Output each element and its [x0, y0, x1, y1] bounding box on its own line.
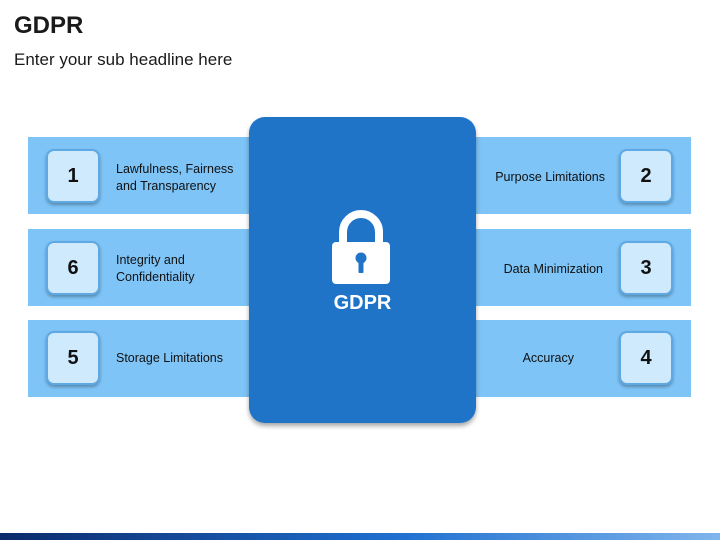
item-2-label: Purpose Limitations — [495, 169, 605, 186]
item-1-number: 1 — [46, 149, 100, 203]
item-5-label-line1: Storage Limitations — [116, 351, 224, 365]
item-3-number: 3 — [619, 241, 673, 295]
item-3-label-line1: Data Minimization — [503, 262, 603, 276]
item-5-number: 5 — [46, 331, 100, 385]
item-4-number: 4 — [619, 331, 673, 385]
bottom-accent-bar — [0, 533, 720, 540]
page-title: GDPR — [14, 12, 84, 39]
center-label: GDPR — [333, 292, 392, 314]
item-2-number: 2 — [619, 149, 673, 203]
item-6-label-line1: Integrity and — [116, 253, 185, 267]
item-3-label: Data Minimization — [504, 261, 603, 278]
item-1-label: Lawfulness, Fairness and Transparency — [116, 161, 233, 195]
item-6-label-line2: Confidentiality — [116, 270, 195, 284]
item-1-label-line1: Lawfulness, Fairness — [116, 162, 234, 176]
item-2-label-line1: Purpose Limitations — [495, 170, 605, 184]
item-4-label-line1: Accuracy — [522, 351, 574, 365]
page-subtitle: Enter your sub headline here — [14, 50, 233, 69]
item-5-label: Storage Limitations — [116, 350, 223, 367]
item-1-label-line2: and Transparency — [116, 179, 217, 193]
item-6-label: Integrity and Confidentiality — [116, 252, 195, 286]
lock-icon — [332, 210, 390, 284]
item-4-label: Accuracy — [523, 350, 574, 367]
item-6-number: 6 — [46, 241, 100, 295]
